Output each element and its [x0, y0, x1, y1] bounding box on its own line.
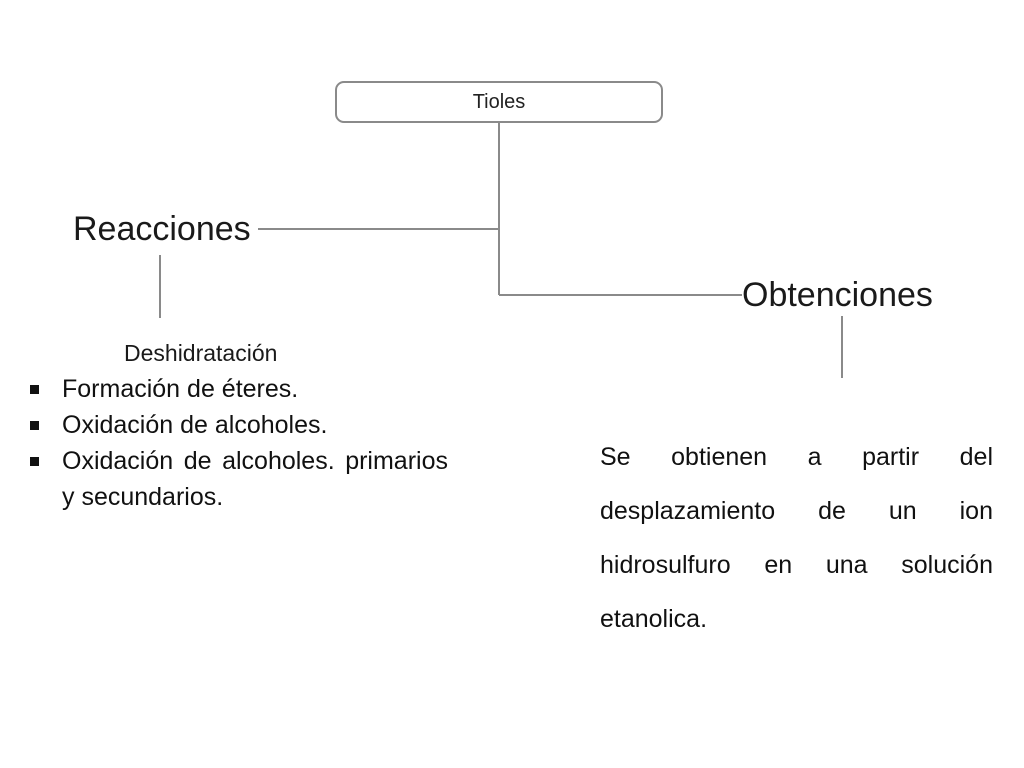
reacciones-list-item: Oxidación de alcoholes. primarios y secu…	[28, 443, 448, 515]
branch-title-obtenciones: Obtenciones	[742, 276, 933, 314]
root-node-tioles: Tioles	[335, 81, 663, 123]
root-node-label: Tioles	[472, 90, 526, 113]
reacciones-list-item: Oxidación de alcoholes.	[28, 407, 448, 443]
obtenciones-description: Se obtienen a partir del desplazamiento …	[600, 443, 993, 633]
reacciones-subheading: Deshidratación	[124, 340, 278, 366]
branch-title-reacciones: Reacciones	[73, 210, 251, 248]
reacciones-list-item: Formación de éteres.	[28, 371, 448, 407]
reacciones-bullet-list: Formación de éteres. Oxidación de alcoho…	[28, 371, 448, 515]
